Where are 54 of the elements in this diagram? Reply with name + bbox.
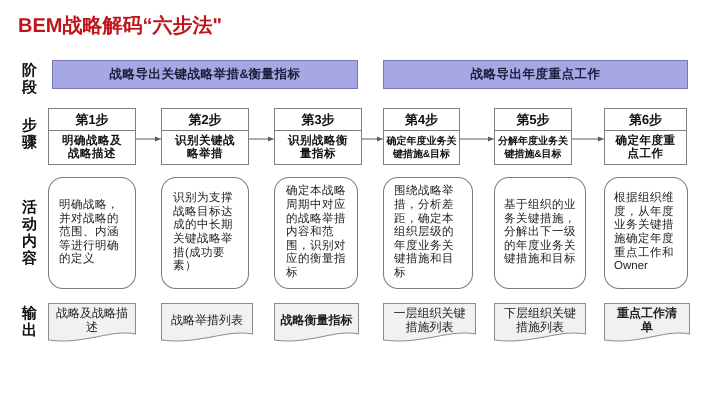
phase-band: 战略导出年度重点工作: [383, 60, 688, 89]
step-box: [383, 108, 460, 165]
activity-text: 明确战略，并对战略的范围、内涵等进行明确的定义: [59, 199, 119, 267]
step-number: 第2步: [162, 109, 248, 131]
output-text: 一层组织关键措施列表: [392, 306, 466, 334]
step-title: 识别关键战略举措: [174, 134, 236, 160]
activity-box: [274, 177, 358, 289]
phase-band: 战略导出关键战略举措&衡量指标: [52, 60, 358, 89]
step-title: 确定年度重点工作: [614, 134, 676, 160]
row-label: 活动内容: [21, 199, 38, 267]
activity-box: [604, 177, 688, 289]
step-number: 第4步: [384, 109, 459, 131]
row-label: 输出: [21, 305, 38, 339]
document-shape: [383, 303, 476, 344]
arrow: [460, 136, 494, 142]
activity-text: 确定本战略周期中对应的战略举措内容和范围，识别对应的衡量指标: [286, 185, 347, 281]
activity-box: [494, 177, 586, 289]
activity-box: [383, 177, 473, 289]
activity-box: [48, 177, 136, 289]
step-title: 分解年度业务关键措施&目标: [497, 134, 569, 160]
step-box: [604, 108, 687, 165]
title: BEM战略解码“六步法": [18, 14, 222, 38]
arrow: [136, 136, 162, 142]
step-title: 确定年度业务关键措施&目标: [386, 134, 458, 160]
arrow: [362, 136, 384, 142]
document-shape: [604, 303, 690, 344]
step-number: 第5步: [495, 109, 571, 131]
arrow: [572, 136, 604, 142]
document-shape: [274, 303, 359, 344]
output-text: 重点工作清单: [616, 306, 678, 334]
step-box: [494, 108, 572, 165]
step-title: 识别战略衡量指标: [287, 134, 349, 160]
output-text: 战略及战略描述: [55, 306, 129, 334]
activity-text: 识别为支撑战略目标达成的中长期关键战略举措(成功要素）: [173, 192, 233, 274]
step-title: 明确战略及战略描述: [61, 134, 123, 160]
step-box: [48, 108, 136, 165]
activity-text: 基于组织的业务关键措施，分解出下一级的年度业务关键措施和目标: [504, 199, 577, 267]
step-number: 第1步: [49, 109, 135, 131]
output-text: 下层组织关键措施列表: [503, 306, 577, 334]
activity-text: 根据组织维度，从年度业务关键措施确定年度重点工作和Owner: [614, 192, 674, 274]
activity-text: 围绕战略举措，分析差距，确定本组织层级的年度业务关键措施和目标: [394, 185, 454, 281]
document-shape: [48, 303, 136, 344]
document-shape: [494, 303, 586, 344]
step-number: 第6步: [605, 109, 686, 131]
arrow: [248, 136, 274, 142]
row-label: 步骤: [21, 117, 38, 151]
step-number: 第3步: [275, 109, 361, 131]
document-shape: [161, 303, 253, 344]
activity-box: [161, 177, 249, 289]
step-box: [274, 108, 362, 165]
output-text: 战略举措列表: [170, 312, 244, 326]
output-text: 战略衡量指标: [280, 312, 354, 326]
row-label: 阶段: [21, 62, 38, 96]
step-box: [161, 108, 249, 165]
